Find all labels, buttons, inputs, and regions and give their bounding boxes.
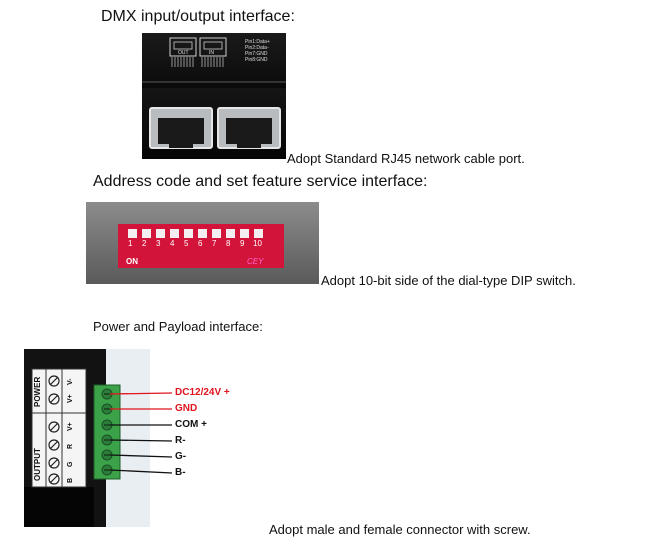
power-pin-label: V- [67, 378, 74, 385]
dip-switch-photo: ON 1 2 3 4 5 6 7 8 9 10 CEY [86, 202, 319, 284]
dip-number: 9 [240, 239, 245, 248]
pin-legend: Pin1:Data+ Pin2:Data- Pin7:GND Pin8:GND [245, 39, 270, 63]
dmx-caption: Adopt Standard RJ45 network cable port. [287, 151, 525, 166]
dip-number: 7 [212, 239, 217, 248]
dip-number: 8 [226, 239, 231, 248]
output-pin-label: B [67, 477, 74, 483]
power-label: POWER [33, 376, 42, 407]
power-caption: Adopt male and female connector with scr… [269, 522, 531, 537]
rj45-port-photo: OUT IN Pin1:Data+ Pin2:Data- Pin7:GND Pi… [142, 33, 286, 159]
power-connector-photo: POWER OUTPUT V- V+ V+ R G B [24, 349, 150, 527]
terminal-leader-lines [110, 392, 173, 474]
rj45-jack-out [149, 107, 213, 149]
terminal-label-g: G- [175, 451, 187, 462]
dmx-heading: DMX input/output interface: [101, 8, 295, 25]
output-pin-label: G [67, 461, 74, 467]
dip-number: 4 [170, 239, 175, 248]
dip-number: 3 [156, 239, 161, 248]
terminal-label-gnd: GND [175, 403, 198, 414]
terminal-block [93, 384, 121, 480]
dip-number: 5 [184, 239, 189, 248]
terminal-label-dc: DC12/24V + [175, 387, 230, 398]
address-caption: Adopt 10-bit side of the dial-type DIP s… [321, 273, 576, 288]
port-label-out: OUT [178, 50, 189, 56]
terminal-label-com: COM + [175, 419, 207, 430]
device-top-face: OUT IN Pin1:Data+ Pin2:Data- Pin7:GND Pi… [142, 33, 286, 83]
address-heading: Address code and set feature service int… [93, 173, 428, 190]
output-pin-label: R [67, 443, 74, 449]
dip-brand-label: CEY [247, 257, 264, 266]
pin-legend-line: Pin1:Data+ [245, 39, 270, 45]
power-pin-label: V+ [67, 394, 74, 403]
dip-number: 6 [198, 239, 203, 248]
pin-legend-line: Pin8:GND [245, 57, 268, 63]
dip-switch-levers [128, 229, 263, 238]
dip-number: 1 [128, 239, 133, 248]
dip-number: 2 [142, 239, 147, 248]
screw-symbols [48, 375, 60, 485]
terminal-label-b: B- [175, 467, 186, 478]
power-heading: Power and Payload interface: [93, 319, 263, 334]
pin-legend-line: Pin2:Data- [245, 45, 269, 51]
pin-legend-line: Pin7:GND [245, 51, 268, 57]
device-front-face [142, 88, 286, 159]
dip-number: 10 [253, 239, 262, 248]
output-label: OUTPUT [33, 448, 42, 481]
rj45-jack-in [217, 107, 281, 149]
output-pin-label: V+ [67, 422, 74, 431]
terminal-label-r: R- [175, 435, 186, 446]
dip-on-label: ON [126, 257, 138, 266]
port-label-in: IN [209, 50, 214, 56]
